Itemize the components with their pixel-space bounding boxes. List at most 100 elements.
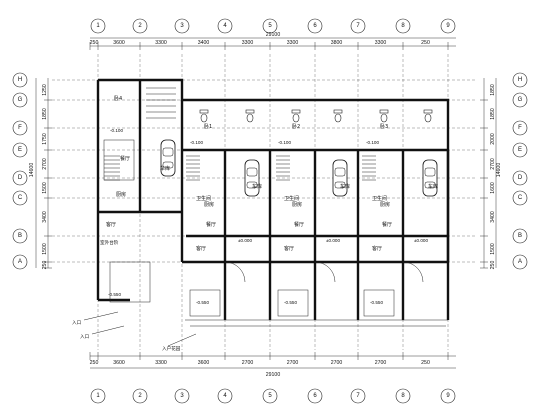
axis-bubble-5-top: 5 — [262, 18, 278, 34]
svg-text:6: 6 — [313, 23, 317, 29]
room-label: 厨房 — [380, 201, 390, 208]
room-label: 车库 — [340, 183, 350, 190]
stair-icon — [186, 155, 200, 181]
svg-text:D: D — [18, 175, 23, 181]
room-label: 客厅 — [284, 245, 294, 252]
left-dim-5: 1750 — [42, 133, 48, 145]
svg-text:C: C — [18, 195, 23, 201]
axis-bubble-E-left: E — [12, 142, 28, 158]
right-dim-6: 1850 — [490, 108, 496, 120]
axis-bubble-G-left: G — [12, 92, 28, 108]
axis-bubble-8-top: 8 — [395, 18, 411, 34]
car-icon — [160, 139, 176, 177]
svg-text:F: F — [518, 125, 522, 131]
top-dim-3: 3400 — [198, 40, 210, 46]
axis-bubble-8-bottom: 8 — [395, 388, 411, 404]
svg-text:F: F — [18, 125, 22, 131]
svg-text:6: 6 — [313, 393, 317, 399]
svg-text:5: 5 — [268, 393, 272, 399]
note-entry-2: 入口 — [80, 334, 90, 340]
axis-bubble-G-right: G — [512, 92, 528, 108]
top-dim-2: 3300 — [155, 40, 167, 46]
level-mark: ±0.000 — [238, 238, 252, 243]
bottom-dim-6: 2700 — [331, 360, 343, 366]
axis-bubble-7-top: 7 — [350, 18, 366, 34]
annotation-notes: 入口 入口 入户花园 室外台阶 — [72, 239, 197, 352]
axis-bubble-9-bottom: 9 — [440, 388, 456, 404]
level-mark: -0.100 — [366, 140, 379, 145]
bottom-dim-8: 250 — [421, 360, 430, 366]
svg-text:1: 1 — [96, 23, 100, 29]
axis-bubble-1-top: 1 — [90, 18, 106, 34]
level-mark: -0.100 — [110, 128, 123, 133]
svg-text:3: 3 — [180, 393, 184, 399]
svg-text:E: E — [18, 147, 22, 153]
car-icon — [244, 159, 260, 197]
room-label: 车库 — [160, 165, 170, 172]
axis-bubble-D-right: D — [512, 170, 528, 186]
note-steps: 室外台阶 — [100, 239, 119, 246]
top-dim-0: 250 — [90, 40, 99, 46]
level-mark: -0.550 — [370, 300, 383, 305]
toilet-icon — [333, 109, 343, 123]
axis-bubble-C-right: C — [512, 190, 528, 206]
axis-bubble-6-top: 6 — [307, 18, 323, 34]
toilet-icon — [379, 109, 389, 123]
right-dim-4: 2700 — [490, 158, 496, 170]
room-label: 卫生间 — [284, 195, 299, 202]
axis-bubble-B-left: B — [12, 228, 28, 244]
left-total-dimension: 14600 — [29, 163, 35, 178]
top-dim-4: 3300 — [242, 40, 254, 46]
toilet-icon — [291, 109, 301, 123]
top-dim-5: 3300 — [287, 40, 299, 46]
axis-bubble-4-bottom: 4 — [217, 388, 233, 404]
stair-icon — [362, 155, 376, 181]
axis-bubble-2-bottom: 2 — [132, 388, 148, 404]
axis-bubble-C-left: C — [12, 190, 28, 206]
left-dim-6: 1850 — [42, 108, 48, 120]
left-dim-4: 2700 — [42, 158, 48, 170]
right-dim-3: 1600 — [490, 182, 496, 194]
svg-text:7: 7 — [356, 23, 360, 29]
toilet-icon — [245, 109, 255, 123]
right-dim-5: 2000 — [490, 133, 496, 145]
room-label: 卧4 — [114, 95, 122, 102]
axis-bubble-3-top: 3 — [174, 18, 190, 34]
bottom-dim-2: 3300 — [155, 360, 167, 366]
building-walls — [96, 78, 450, 327]
svg-text:5: 5 — [268, 23, 272, 29]
axis-bubble-3-bottom: 3 — [174, 388, 190, 404]
top-dim-1: 3600 — [113, 40, 125, 46]
car-icon — [332, 159, 348, 197]
svg-text:D: D — [518, 175, 523, 181]
door-icon — [314, 261, 336, 283]
room-label: 卫生间 — [196, 195, 211, 202]
garage-cars — [160, 139, 438, 197]
axis-bubble-F-left: F — [12, 120, 28, 136]
right-dim-0: 250 — [490, 261, 496, 270]
svg-text:C: C — [518, 195, 523, 201]
level-mark: ±0.000 — [326, 238, 340, 243]
stair-icon — [276, 155, 290, 181]
svg-text:8: 8 — [401, 393, 405, 399]
axis-bubble-9-top: 9 — [440, 18, 456, 34]
axis-bubble-2-top: 2 — [132, 18, 148, 34]
bottom-dim-0: 250 — [90, 360, 99, 366]
door-icon — [224, 261, 246, 283]
toilet-icon — [423, 109, 433, 123]
left-dim-2: 3400 — [42, 211, 48, 223]
top-total-dimension: 29100 — [266, 32, 281, 38]
bottom-dim-7: 2700 — [375, 360, 387, 366]
axis-bubble-E-right: E — [512, 142, 528, 158]
axis-bubble-D-left: D — [12, 170, 28, 186]
bottom-total-dimension: 29100 — [266, 372, 281, 378]
svg-text:4: 4 — [223, 23, 227, 29]
level-mark: -0.550 — [108, 292, 121, 297]
svg-text:B: B — [18, 233, 22, 239]
axis-bubble-B-right: B — [512, 228, 528, 244]
room-label: 餐厅 — [206, 221, 216, 228]
